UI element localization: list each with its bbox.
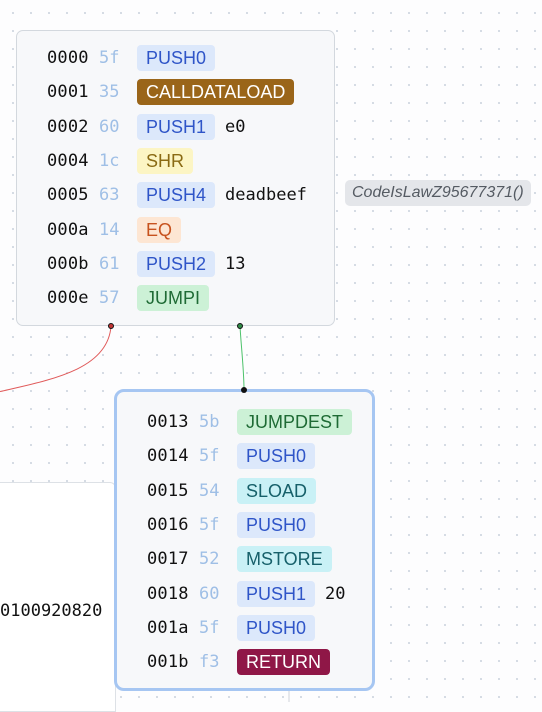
instruction-offset: 0016 bbox=[147, 515, 189, 536]
instruction-row[interactable]: 000b 61 PUSH2 13 bbox=[47, 247, 334, 281]
opcode-badge[interactable]: PUSH2 bbox=[137, 250, 216, 277]
instruction-row[interactable]: 0016 5f PUSH0 bbox=[147, 508, 372, 542]
opcode-badge[interactable]: RETURN bbox=[237, 649, 330, 676]
instruction-offset: 0017 bbox=[147, 549, 189, 570]
block-entry[interactable]: 0000 5f PUSH0 0001 35 CALLDATALOAD 0002 60 PUSH1… bbox=[16, 30, 335, 326]
instruction-byte: 5f bbox=[99, 48, 120, 69]
opcode-badge[interactable]: CALLDATALOAD bbox=[137, 79, 295, 106]
instruction-offset: 000b bbox=[47, 253, 89, 274]
opcode-badge[interactable]: PUSH0 bbox=[237, 512, 316, 539]
instruction-row[interactable]: 0015 54 SLOAD bbox=[147, 474, 372, 508]
opcode-badge[interactable]: PUSH0 bbox=[237, 443, 316, 470]
function-signature-tag: CodeIsLawZ95677371() bbox=[345, 180, 531, 206]
opcode-badge[interactable]: PUSH1 bbox=[237, 580, 316, 607]
instruction-byte: 61 bbox=[99, 253, 120, 274]
instruction-byte: 54 bbox=[199, 480, 220, 501]
instruction-byte: 5f bbox=[199, 617, 220, 638]
instruction-row[interactable]: 0013 5b JUMPDEST bbox=[147, 405, 372, 439]
instruction-offset: 000a bbox=[47, 219, 89, 240]
instruction-offset: 0000 bbox=[47, 48, 89, 69]
opcode-badge[interactable]: SHR bbox=[137, 148, 194, 175]
opcode-badge[interactable]: PUSH4 bbox=[137, 182, 216, 209]
instruction-offset: 000e bbox=[47, 288, 89, 309]
instruction-byte: 5b bbox=[199, 412, 220, 433]
instruction-row[interactable]: 0014 5f PUSH0 bbox=[147, 439, 372, 473]
port-in-jumpdest bbox=[241, 387, 247, 393]
instruction-row[interactable]: 000a 14 EQ bbox=[47, 212, 334, 246]
instruction-offset: 0013 bbox=[147, 412, 189, 433]
port-out-true bbox=[237, 323, 243, 329]
instruction-offset: 001b bbox=[147, 652, 189, 673]
opcode-badge[interactable]: SLOAD bbox=[237, 477, 317, 504]
opcode-badge[interactable]: JUMPI bbox=[137, 285, 209, 312]
instruction-byte: 52 bbox=[199, 549, 220, 570]
instruction-byte: 60 bbox=[99, 116, 120, 137]
instruction-offset: 0018 bbox=[147, 583, 189, 604]
instruction-byte: f3 bbox=[199, 652, 220, 673]
instruction-row[interactable]: 001a 5f PUSH0 bbox=[147, 611, 372, 645]
instruction-byte: 1c bbox=[99, 151, 120, 172]
partial-block-offscreen[interactable] bbox=[0, 482, 116, 712]
instruction-row[interactable]: 0005 63 PUSH4 deadbeef bbox=[47, 178, 334, 212]
instruction-row[interactable]: 0001 35 CALLDATALOAD bbox=[47, 75, 334, 109]
instruction-row[interactable]: 001b f3 RETURN bbox=[147, 645, 372, 679]
instruction-byte: 35 bbox=[99, 82, 120, 103]
instruction-byte: 14 bbox=[99, 219, 120, 240]
instruction-byte: 5f bbox=[199, 446, 220, 467]
instruction-row[interactable]: 000e 57 JUMPI bbox=[47, 281, 334, 315]
opcode-badge[interactable]: PUSH0 bbox=[137, 45, 216, 72]
instruction-offset: 0004 bbox=[47, 151, 89, 172]
opcode-badge[interactable]: PUSH1 bbox=[137, 113, 216, 140]
instruction-row[interactable]: 0017 52 MSTORE bbox=[147, 542, 372, 576]
opcode-badge[interactable]: JUMPDEST bbox=[237, 409, 353, 436]
instruction-argument: deadbeef bbox=[225, 185, 307, 206]
opcode-badge[interactable]: MSTORE bbox=[237, 546, 332, 573]
instruction-offset: 0014 bbox=[147, 446, 189, 467]
edge-jump-taken bbox=[239, 325, 245, 391]
instruction-offset: 0002 bbox=[47, 116, 89, 137]
instruction-offset: 0001 bbox=[47, 82, 89, 103]
opcode-badge[interactable]: PUSH0 bbox=[237, 614, 316, 641]
instruction-byte: 57 bbox=[99, 288, 120, 309]
instruction-offset: 001a bbox=[147, 617, 189, 638]
instruction-argument: 13 bbox=[225, 253, 246, 274]
instruction-offset: 0005 bbox=[47, 185, 89, 206]
edge-fallthrough bbox=[0, 325, 112, 393]
instruction-byte: 63 bbox=[99, 185, 120, 206]
instruction-row[interactable]: 0018 60 PUSH1 20 bbox=[147, 576, 372, 610]
opcode-badge[interactable]: EQ bbox=[137, 216, 182, 243]
instruction-byte: 5f bbox=[199, 515, 220, 536]
instruction-byte: 60 bbox=[199, 583, 220, 604]
instruction-row[interactable]: 0004 1c SHR bbox=[47, 144, 334, 178]
instruction-argument: e0 bbox=[225, 116, 246, 137]
instruction-argument: 20 bbox=[325, 583, 346, 604]
instruction-offset: 0015 bbox=[147, 480, 189, 501]
partial-block-text: 0100920820 bbox=[0, 601, 103, 621]
instruction-row[interactable]: 0000 5f PUSH0 bbox=[47, 41, 334, 75]
instruction-row[interactable]: 0002 60 PUSH1 e0 bbox=[47, 110, 334, 144]
port-out-false bbox=[108, 323, 114, 329]
